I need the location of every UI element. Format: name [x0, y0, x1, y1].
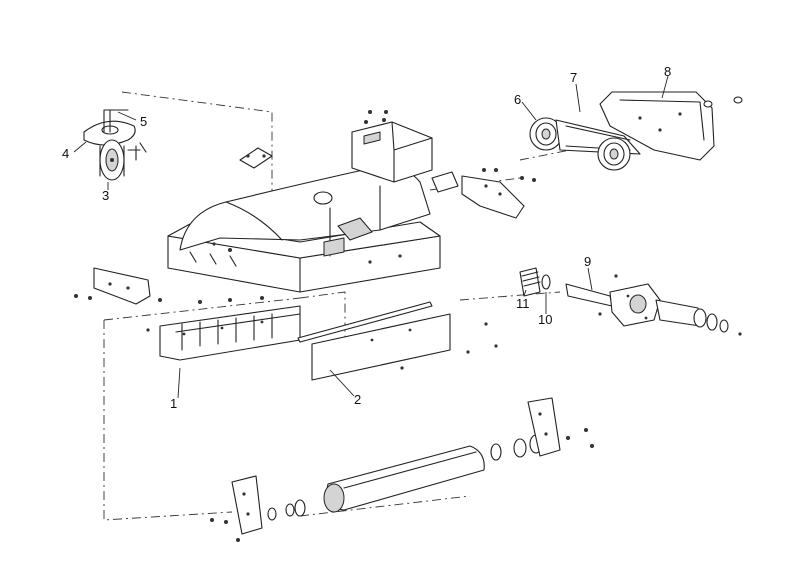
callout-8: 8	[664, 64, 671, 79]
left-side-plate	[93, 267, 151, 305]
caster-wheel-assembly	[83, 109, 147, 181]
callout-4: 4	[62, 146, 69, 161]
callout-6: 6	[514, 92, 521, 107]
callout-11: 11	[516, 296, 530, 311]
callout-5: 5	[140, 114, 147, 129]
main-frame	[167, 166, 441, 293]
callout-2: 2	[354, 392, 361, 407]
right-bracket	[431, 171, 525, 219]
callout-3: 3	[102, 188, 109, 203]
sprocket-chain-group	[529, 91, 743, 171]
roller-drum	[231, 397, 561, 535]
leader-lines	[73, 75, 669, 399]
fasteners	[74, 110, 742, 542]
scraper-blade	[159, 305, 301, 361]
callout-7: 7	[570, 70, 577, 85]
callout-9: 9	[584, 254, 591, 269]
callout-1: 1	[170, 396, 177, 411]
callout-10: 10	[538, 312, 552, 327]
flat-plate	[297, 301, 451, 381]
shaft-assembly	[519, 267, 729, 333]
callout-labels: 1 2 3 4 5 6 7 8 9 10 11	[62, 64, 671, 411]
diamond-bracket	[239, 147, 273, 169]
top-cover	[351, 121, 433, 183]
